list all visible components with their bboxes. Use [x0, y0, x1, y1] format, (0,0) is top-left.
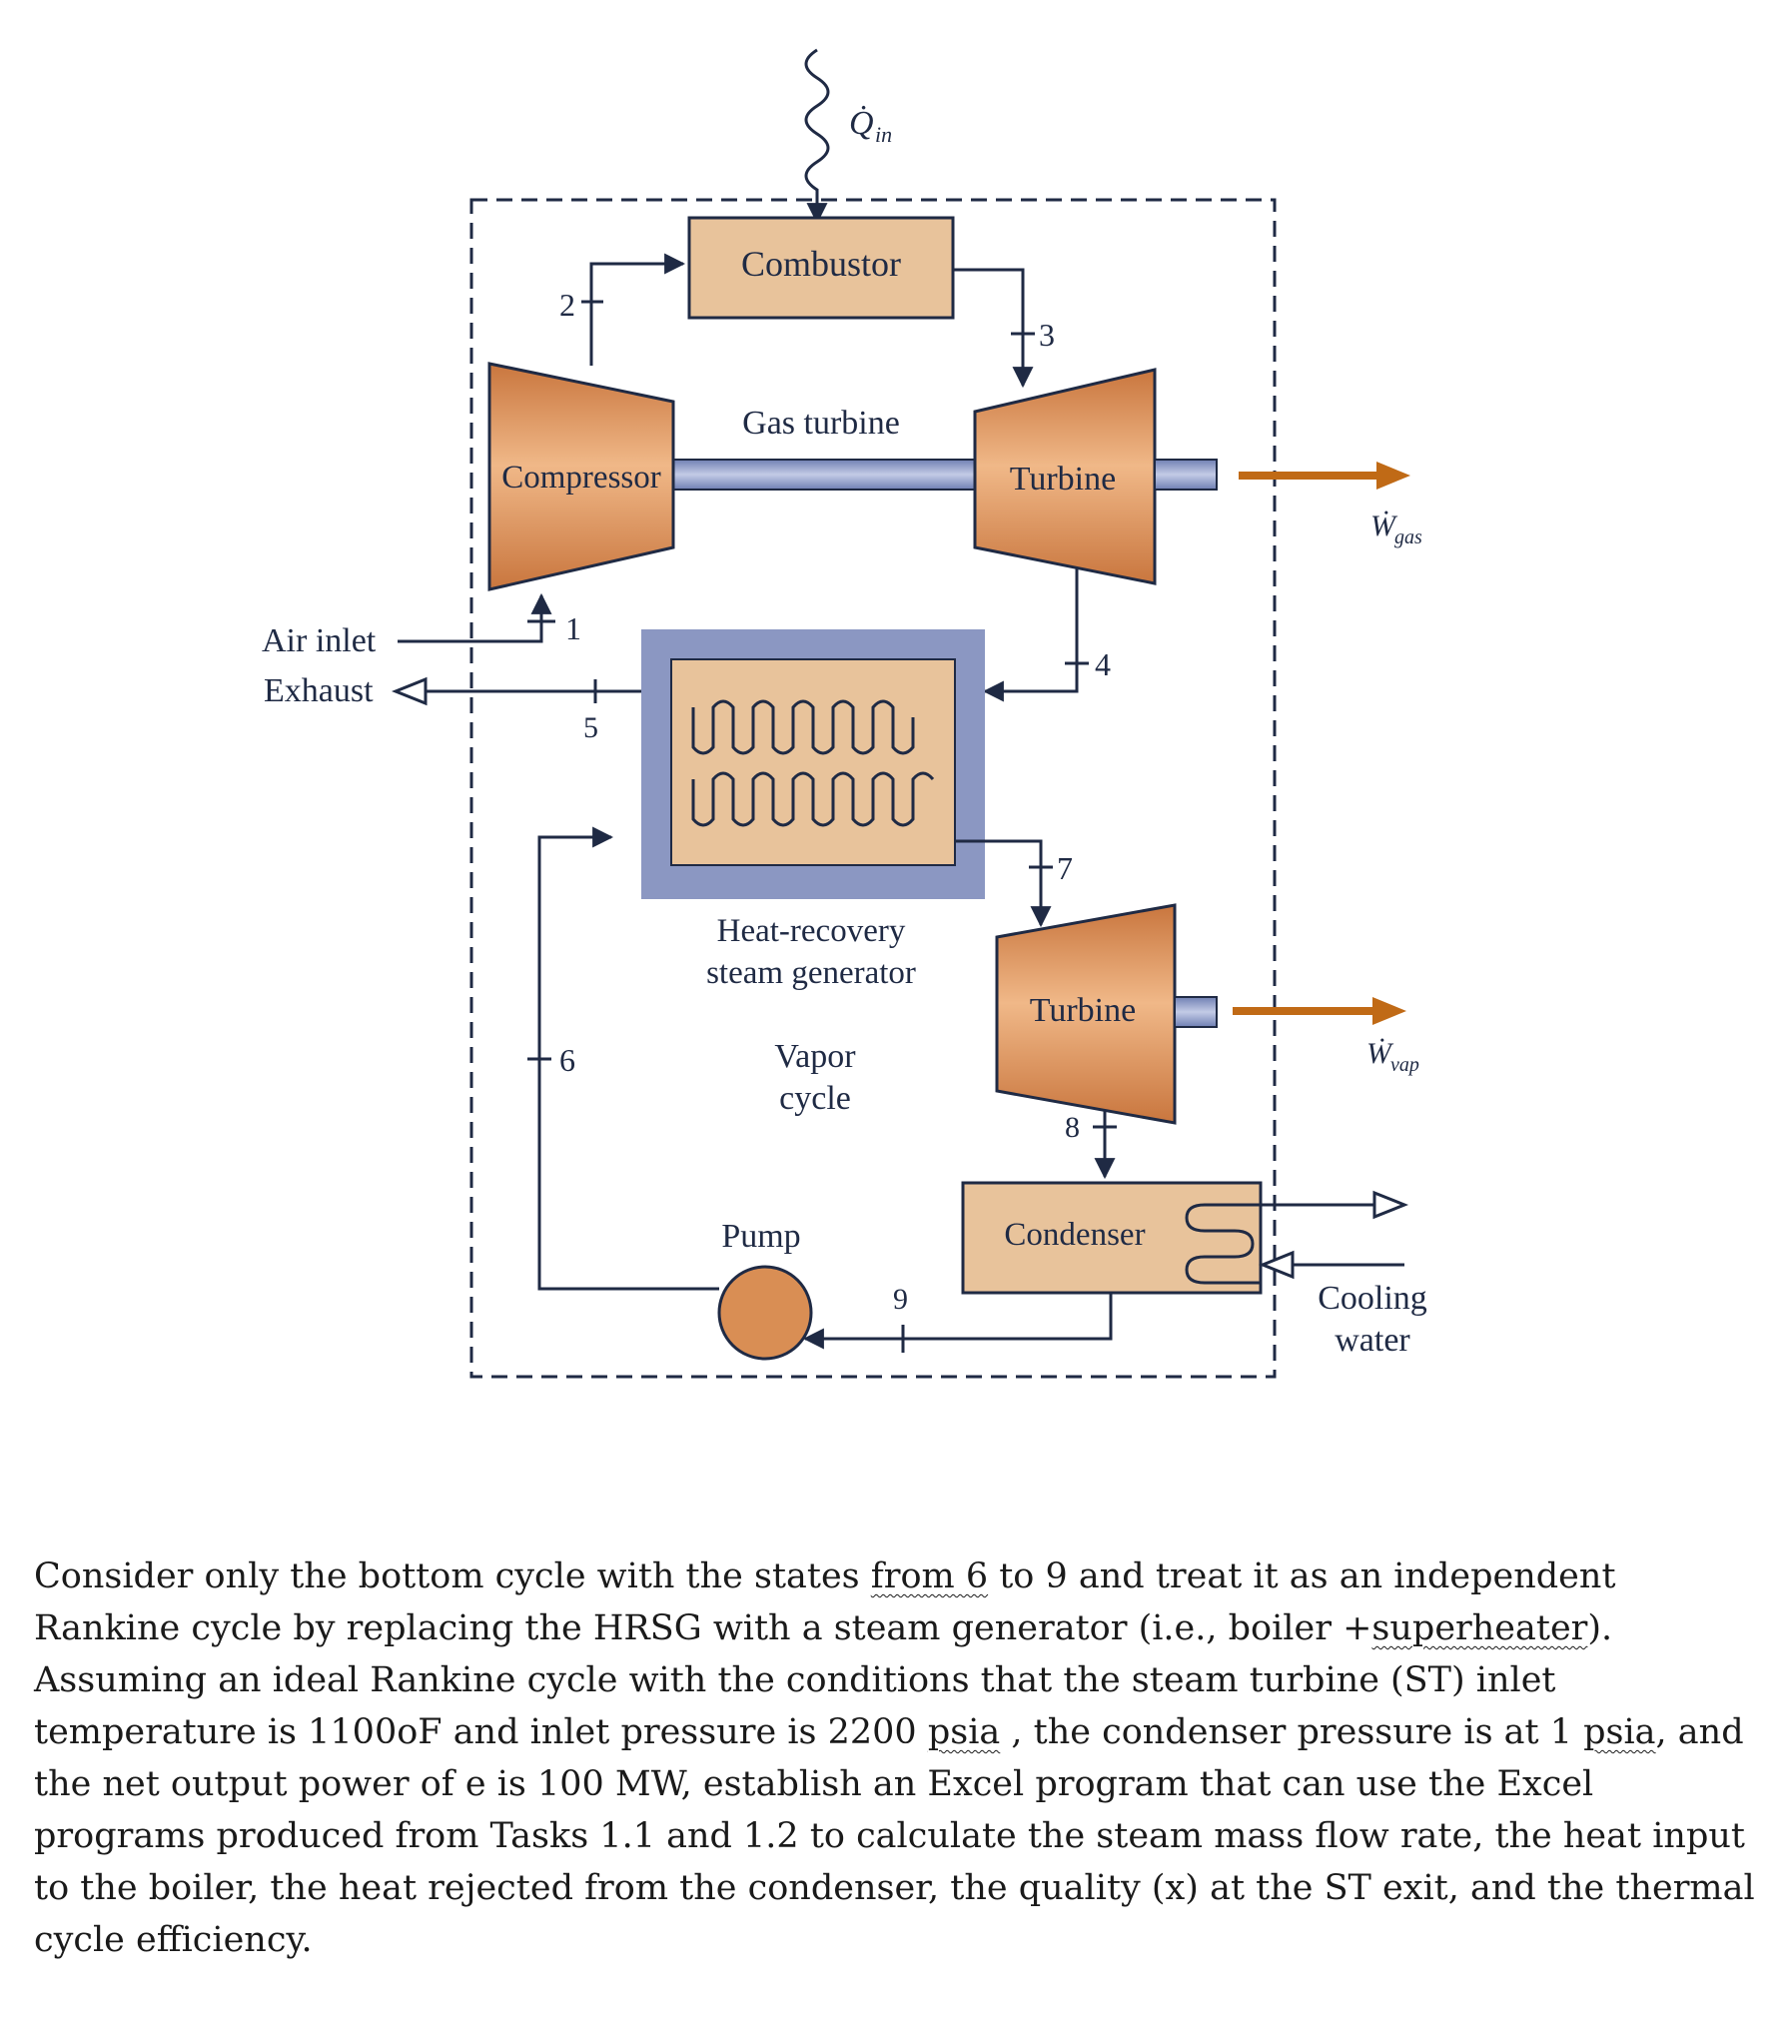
air-inlet-line	[398, 592, 552, 643]
problem-statement: Consider only the bottom cycle with the …	[34, 1550, 1762, 1966]
state-8-label: 8	[1065, 1111, 1080, 1144]
question-text-1: Consider only the bottom cycle with the …	[34, 1556, 871, 1596]
w-gas-subscript: gas	[1394, 526, 1422, 548]
pump-label: Pump	[721, 1218, 800, 1255]
w-vap-label: Ẇ	[1366, 1037, 1394, 1070]
w-gas-label: Ẇ	[1370, 510, 1398, 542]
condenser-label: Condenser	[1004, 1217, 1145, 1253]
hrsg-box	[670, 658, 956, 866]
heat-input-squiggle	[804, 48, 830, 225]
gas-turbine-shape	[973, 368, 1157, 585]
q-in-subscript: in	[875, 122, 892, 147]
flow-line-6	[537, 826, 719, 1291]
question-underlined-3: psia	[927, 1712, 1001, 1752]
flow-line-4	[982, 567, 1079, 702]
compressor-shape	[487, 362, 675, 591]
gas-turbine-label: Gas turbine	[742, 405, 900, 442]
state-2-label: 2	[559, 287, 575, 323]
question-text-2: to 9 and treat it as an independent Rank…	[34, 1556, 1616, 1648]
hrsg-coil-upper	[691, 699, 915, 755]
question-text-5: , and the net output power of e is 100 M…	[34, 1712, 1755, 1960]
question-text-4: , the condenser pressure is at 1	[1000, 1712, 1584, 1752]
flow-line-2	[589, 253, 686, 366]
air-inlet-label: Air inlet	[262, 622, 377, 659]
vapor-cycle-line2: cycle	[779, 1080, 851, 1117]
gas-shaft-output	[1154, 459, 1218, 491]
state-9-label: 9	[893, 1283, 908, 1316]
exhaust-label: Exhaust	[264, 672, 374, 709]
w-vap-subscript: vap	[1390, 1054, 1419, 1076]
state-5-label: 5	[583, 711, 598, 744]
vapor-cycle-line1: Vapor	[774, 1038, 856, 1075]
combustor-label: Combustor	[741, 244, 901, 284]
turbine-bottom-label: Turbine	[1030, 992, 1136, 1029]
q-in-label: Q̇	[849, 105, 874, 142]
vapor-turbine-shape	[995, 903, 1177, 1125]
state-6-label: 6	[559, 1042, 575, 1078]
cooling-water-line1: Cooling	[1318, 1280, 1427, 1317]
hrsg-label-line1: Heat-recovery	[717, 913, 906, 949]
compressor-label: Compressor	[501, 460, 661, 496]
vapor-shaft-output	[1174, 996, 1218, 1028]
question-underlined-4: psia	[1583, 1712, 1656, 1752]
combustor-box	[687, 216, 955, 320]
state-4-label: 4	[1095, 646, 1111, 682]
state-1-label: 1	[565, 610, 581, 646]
state-7-label: 7	[1057, 850, 1073, 886]
state-3-label: 3	[1039, 317, 1055, 353]
question-underlined-2: superheater	[1371, 1608, 1588, 1648]
question-text-3: ). Assuming an ideal Rankine cycle with …	[34, 1608, 1613, 1752]
control-volume-boundary	[469, 198, 1277, 1379]
pump-shape	[717, 1265, 813, 1361]
hrsg-label-line2: steam generator	[706, 955, 916, 991]
turbine-top-label: Turbine	[1010, 461, 1116, 498]
question-underlined-1: from 6	[870, 1556, 989, 1596]
condenser-coil	[1185, 1203, 1261, 1285]
cooling-water-line2: water	[1335, 1322, 1410, 1359]
flow-line-9	[802, 1293, 1113, 1350]
flow-line-3	[953, 268, 1034, 389]
flow-line-7	[955, 839, 1052, 928]
hrsg-coil-lower	[691, 771, 935, 827]
combined-cycle-diagram: Q̇ in Combustor 2 3 Gas turbine Compress…	[262, 48, 1427, 1379]
